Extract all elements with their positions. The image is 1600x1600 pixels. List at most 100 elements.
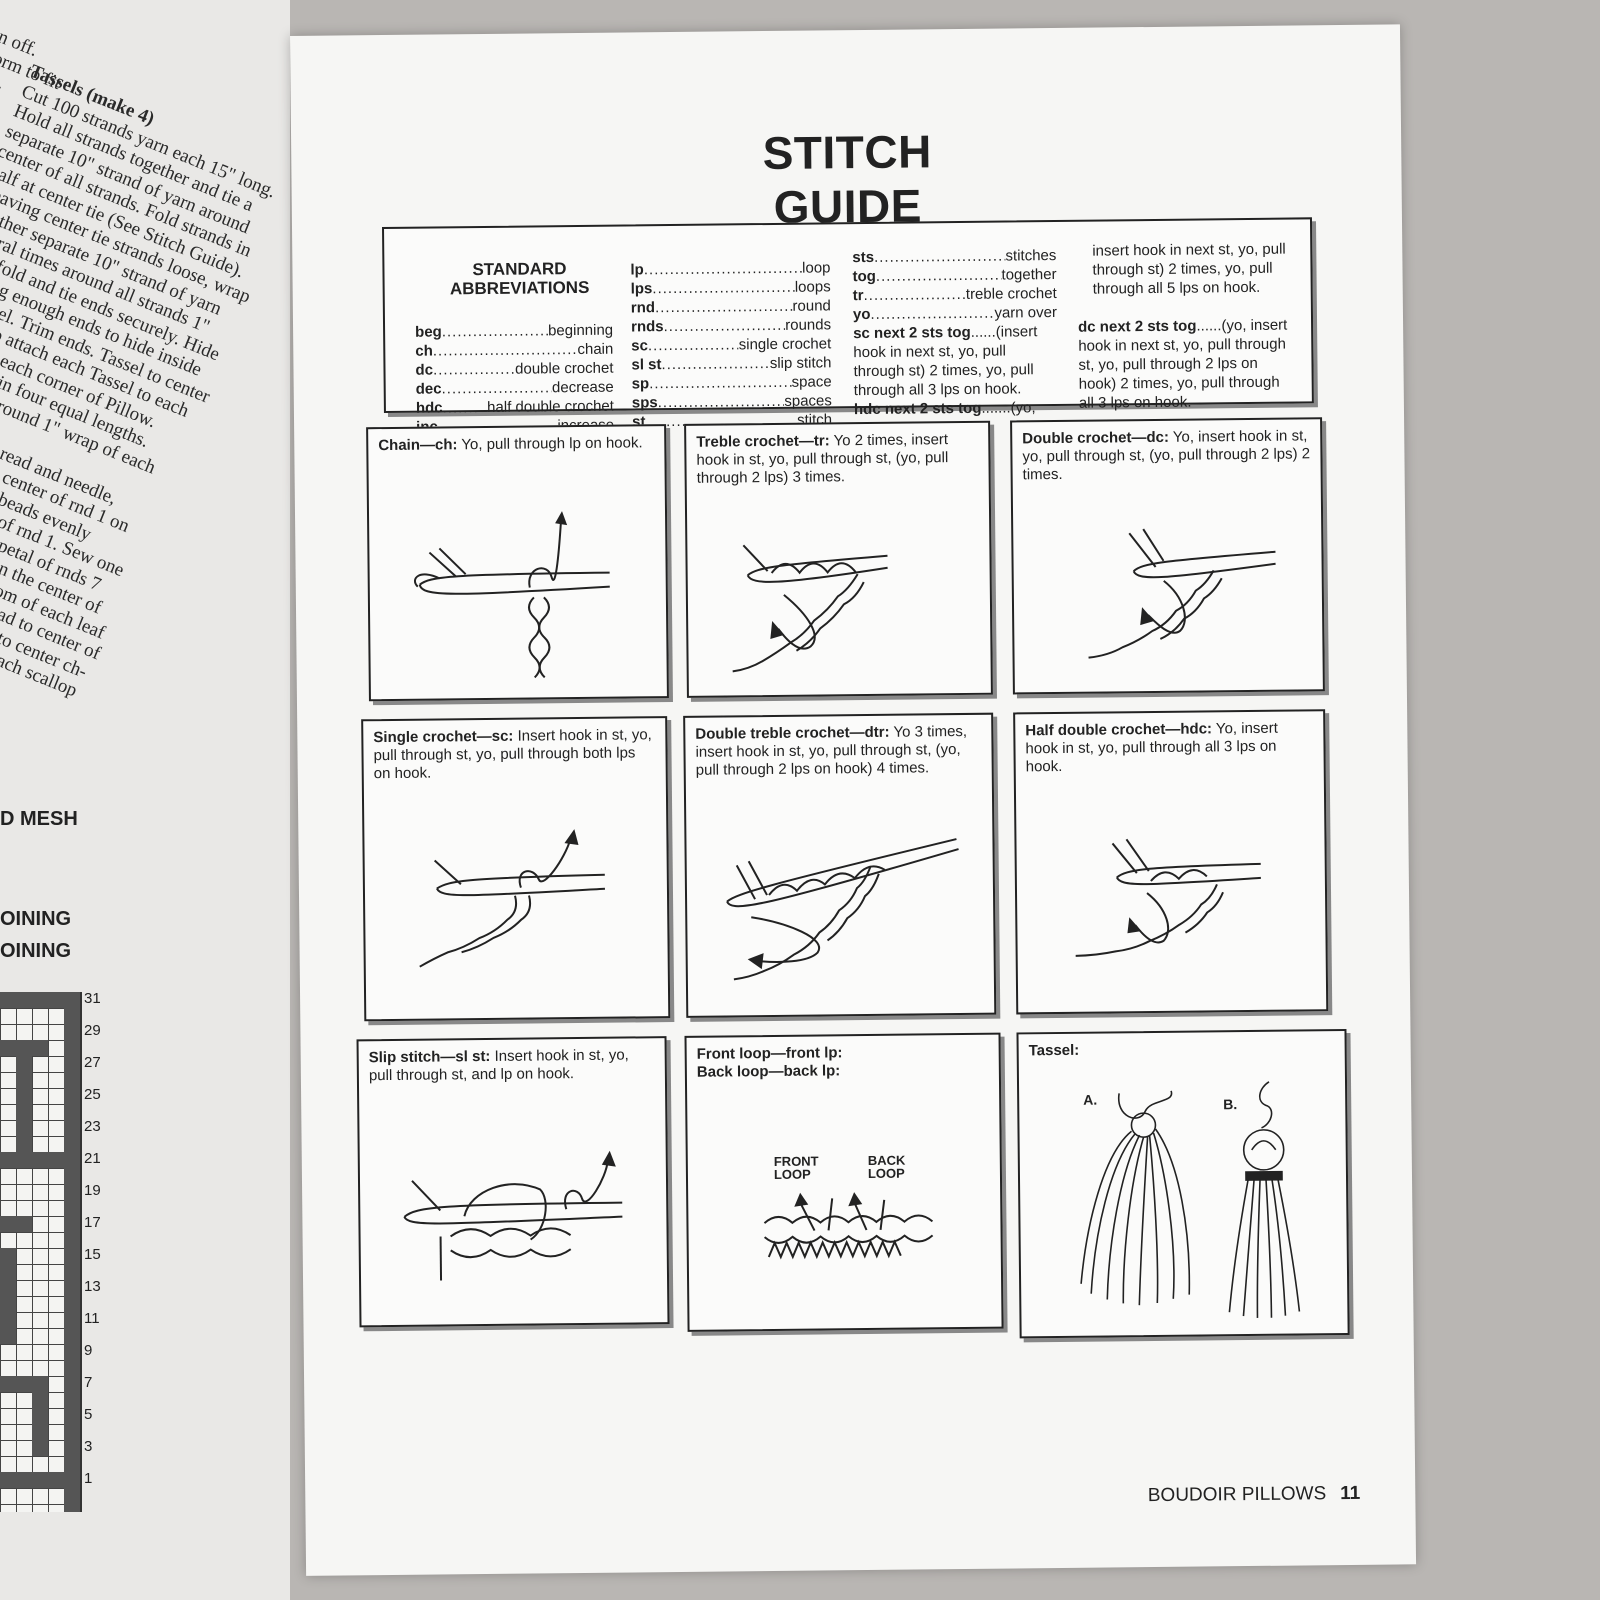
abbr-meaning: loops [794, 278, 831, 296]
abbr-leader-dots [649, 373, 792, 393]
abbreviations-box: STANDARD ABBREVIATIONS begbeginningch cha… [382, 217, 1314, 436]
tassel-instructions: Tassels (make 4)Cut 100 strands yarn eac… [0, 61, 290, 727]
footer-title: BOUDOIR PILLOWS [1147, 1483, 1327, 1507]
section-label-mesh: D MESH [0, 808, 78, 830]
abbr-column-3: stsstitchestogtogethertrtreble crochetyo… [852, 246, 1057, 324]
abbr-entry: lps loops [631, 277, 831, 298]
abbr-leader-dots [863, 285, 965, 305]
abbr-term: beg [415, 323, 442, 341]
abbr-term: dc [415, 361, 434, 379]
abbr-term: sc [631, 337, 649, 355]
panel-tassel: Tassel: A. B. [1016, 1028, 1350, 1339]
abbr-term: hdc [415, 399, 443, 417]
abbr-term: tr [852, 287, 864, 305]
chart-row-number: 13 [84, 1278, 101, 1295]
abbr-meaning: loop [802, 259, 831, 277]
abbr-term: yo [852, 305, 871, 324]
abbr-leader-dots [433, 340, 578, 361]
left-body-column: st in first sc. Fasten off.corners of pi… [0, 0, 290, 701]
page-footer: BOUDOIR PILLOWS 11 [1148, 1483, 1361, 1507]
chart-row-number: 1 [84, 1470, 93, 1487]
page-title: STITCH GUIDE [762, 125, 933, 233]
chart-row-number: 11 [84, 1310, 100, 1327]
abbr-column-1: begbeginningchchaindcdouble crochetdecde… [415, 321, 614, 437]
abbr-entry: sl st slip stitch [631, 353, 831, 374]
abbr-meaning: yarn over [994, 303, 1058, 322]
abbr-leader-dots [870, 304, 994, 324]
abbr-leader-dots [648, 335, 739, 355]
abbr-term: tog [852, 267, 876, 286]
abbr-term: sts [852, 248, 875, 267]
chain-stitch-illustration [413, 511, 610, 679]
dc2tog-definition: dc next 2 sts tog......(yo, insert hook … [1078, 316, 1288, 412]
hdc2tog-continued: insert hook in next st, yo, pull through… [1092, 240, 1286, 298]
panel-treble: Treble crochet—tr: Yo 2 times, insert ho… [684, 420, 993, 698]
abbr-term: ch [415, 342, 433, 360]
abbr-meaning: decrease [551, 378, 614, 397]
chart-row-number: 29 [84, 1022, 101, 1039]
abbr-meaning: double crochet [515, 359, 614, 378]
abbr-term: rnd [630, 299, 656, 317]
chart-row-number: 23 [84, 1118, 101, 1135]
abbreviations-heading: STANDARD ABBREVIATIONS [449, 259, 590, 299]
abbr-entry: sc single crochet [631, 334, 831, 355]
abbr-meaning: slip stitch [769, 354, 832, 372]
abbr-term: rnds [630, 318, 664, 336]
panel-dtreble: Double treble crochet—dtr: Yo 3 times, i… [683, 712, 997, 1018]
chart-row-number: 5 [84, 1406, 93, 1423]
abbr-entry: togtogether [852, 265, 1056, 286]
abbr-leader-dots [652, 278, 795, 298]
sc2tog-definition: sc next 2 sts tog......(insert hook in n… [853, 323, 1038, 400]
abbr-entry: dec decrease [416, 378, 614, 399]
abbr-meaning: rounds [785, 316, 832, 334]
panel-double: Double crochet—dc: Yo, insert hook in st… [1010, 417, 1325, 695]
panel-single: Single crochet—sc: Insert hook in st, yo… [361, 716, 671, 1022]
abbr-entry: yo yarn over [853, 303, 1057, 324]
abbr-leader-dots [644, 259, 802, 280]
dtreble-stitch-illustration [726, 838, 959, 981]
abbr-leader-dots [876, 266, 1002, 286]
abbr-meaning: space [791, 373, 832, 391]
chart-row-number: 21 [84, 1150, 101, 1167]
double-stitch-illustration [1088, 528, 1276, 659]
chart-row-number: 31 [84, 990, 101, 1007]
single-stitch-illustration [419, 829, 606, 968]
left-page-text: st in first sc. Fasten off.corners of pi… [0, 0, 290, 701]
abbr-entry: begbeginning [415, 321, 613, 342]
right-page: STITCH GUIDE STANDARD ABBREVIATIONS begb… [290, 24, 1417, 1576]
dc2tog-term: dc next 2 sts tog [1078, 317, 1197, 336]
chart-row-number: 19 [84, 1182, 101, 1199]
abbr-leader-dots [441, 378, 552, 398]
abbr-entry: rnd round [631, 296, 831, 317]
abbr-meaning: chain [577, 340, 614, 359]
abbr-term: dec [415, 380, 442, 398]
hdc2tog-term: hdc next 2 sts tog [853, 399, 982, 419]
abbr-entry: dc double crochet [415, 359, 613, 380]
abbr-meaning: single crochet [738, 335, 832, 354]
panel-hdouble: Half double crochet—hdc: Yo, insert hook… [1013, 709, 1329, 1015]
chart-row-number: 27 [84, 1054, 101, 1071]
panel-loops: Front loop—front lp:Back loop—back lp: F… [684, 1032, 1004, 1332]
page-number: 11 [1340, 1482, 1361, 1505]
hdc2tog-definition: hdc next 2 sts tog.......(yo, [853, 399, 1036, 419]
abbr-leader-dots [433, 360, 515, 380]
slip-stitch-illustration [403, 1150, 623, 1281]
filet-chart-grid [0, 992, 82, 1512]
abbr-meaning: half double crochet [487, 397, 614, 416]
abbr-leader-dots [442, 321, 548, 341]
chart-row-number: 25 [84, 1086, 101, 1103]
abbr-entry: spspace [632, 372, 832, 393]
left-page: st in first sc. Fasten off.corners of pi… [0, 0, 290, 1600]
abbr-term: lps [630, 280, 653, 298]
abbr-meaning: round [792, 297, 831, 315]
body-line: st in first sc. Fasten off. [0, 0, 41, 62]
abbr-term: lp [630, 261, 644, 279]
abbr-term: sl st [631, 356, 662, 374]
abbr-term: sps [631, 394, 658, 412]
abbr-entry: trtreble crochet [853, 284, 1057, 305]
abbr-leader-dots [661, 354, 769, 374]
chart-row-number: 9 [84, 1342, 93, 1359]
abbr-leader-dots [655, 297, 793, 317]
chart-row-number: 3 [84, 1438, 93, 1455]
abbr-leader-dots [442, 398, 487, 417]
